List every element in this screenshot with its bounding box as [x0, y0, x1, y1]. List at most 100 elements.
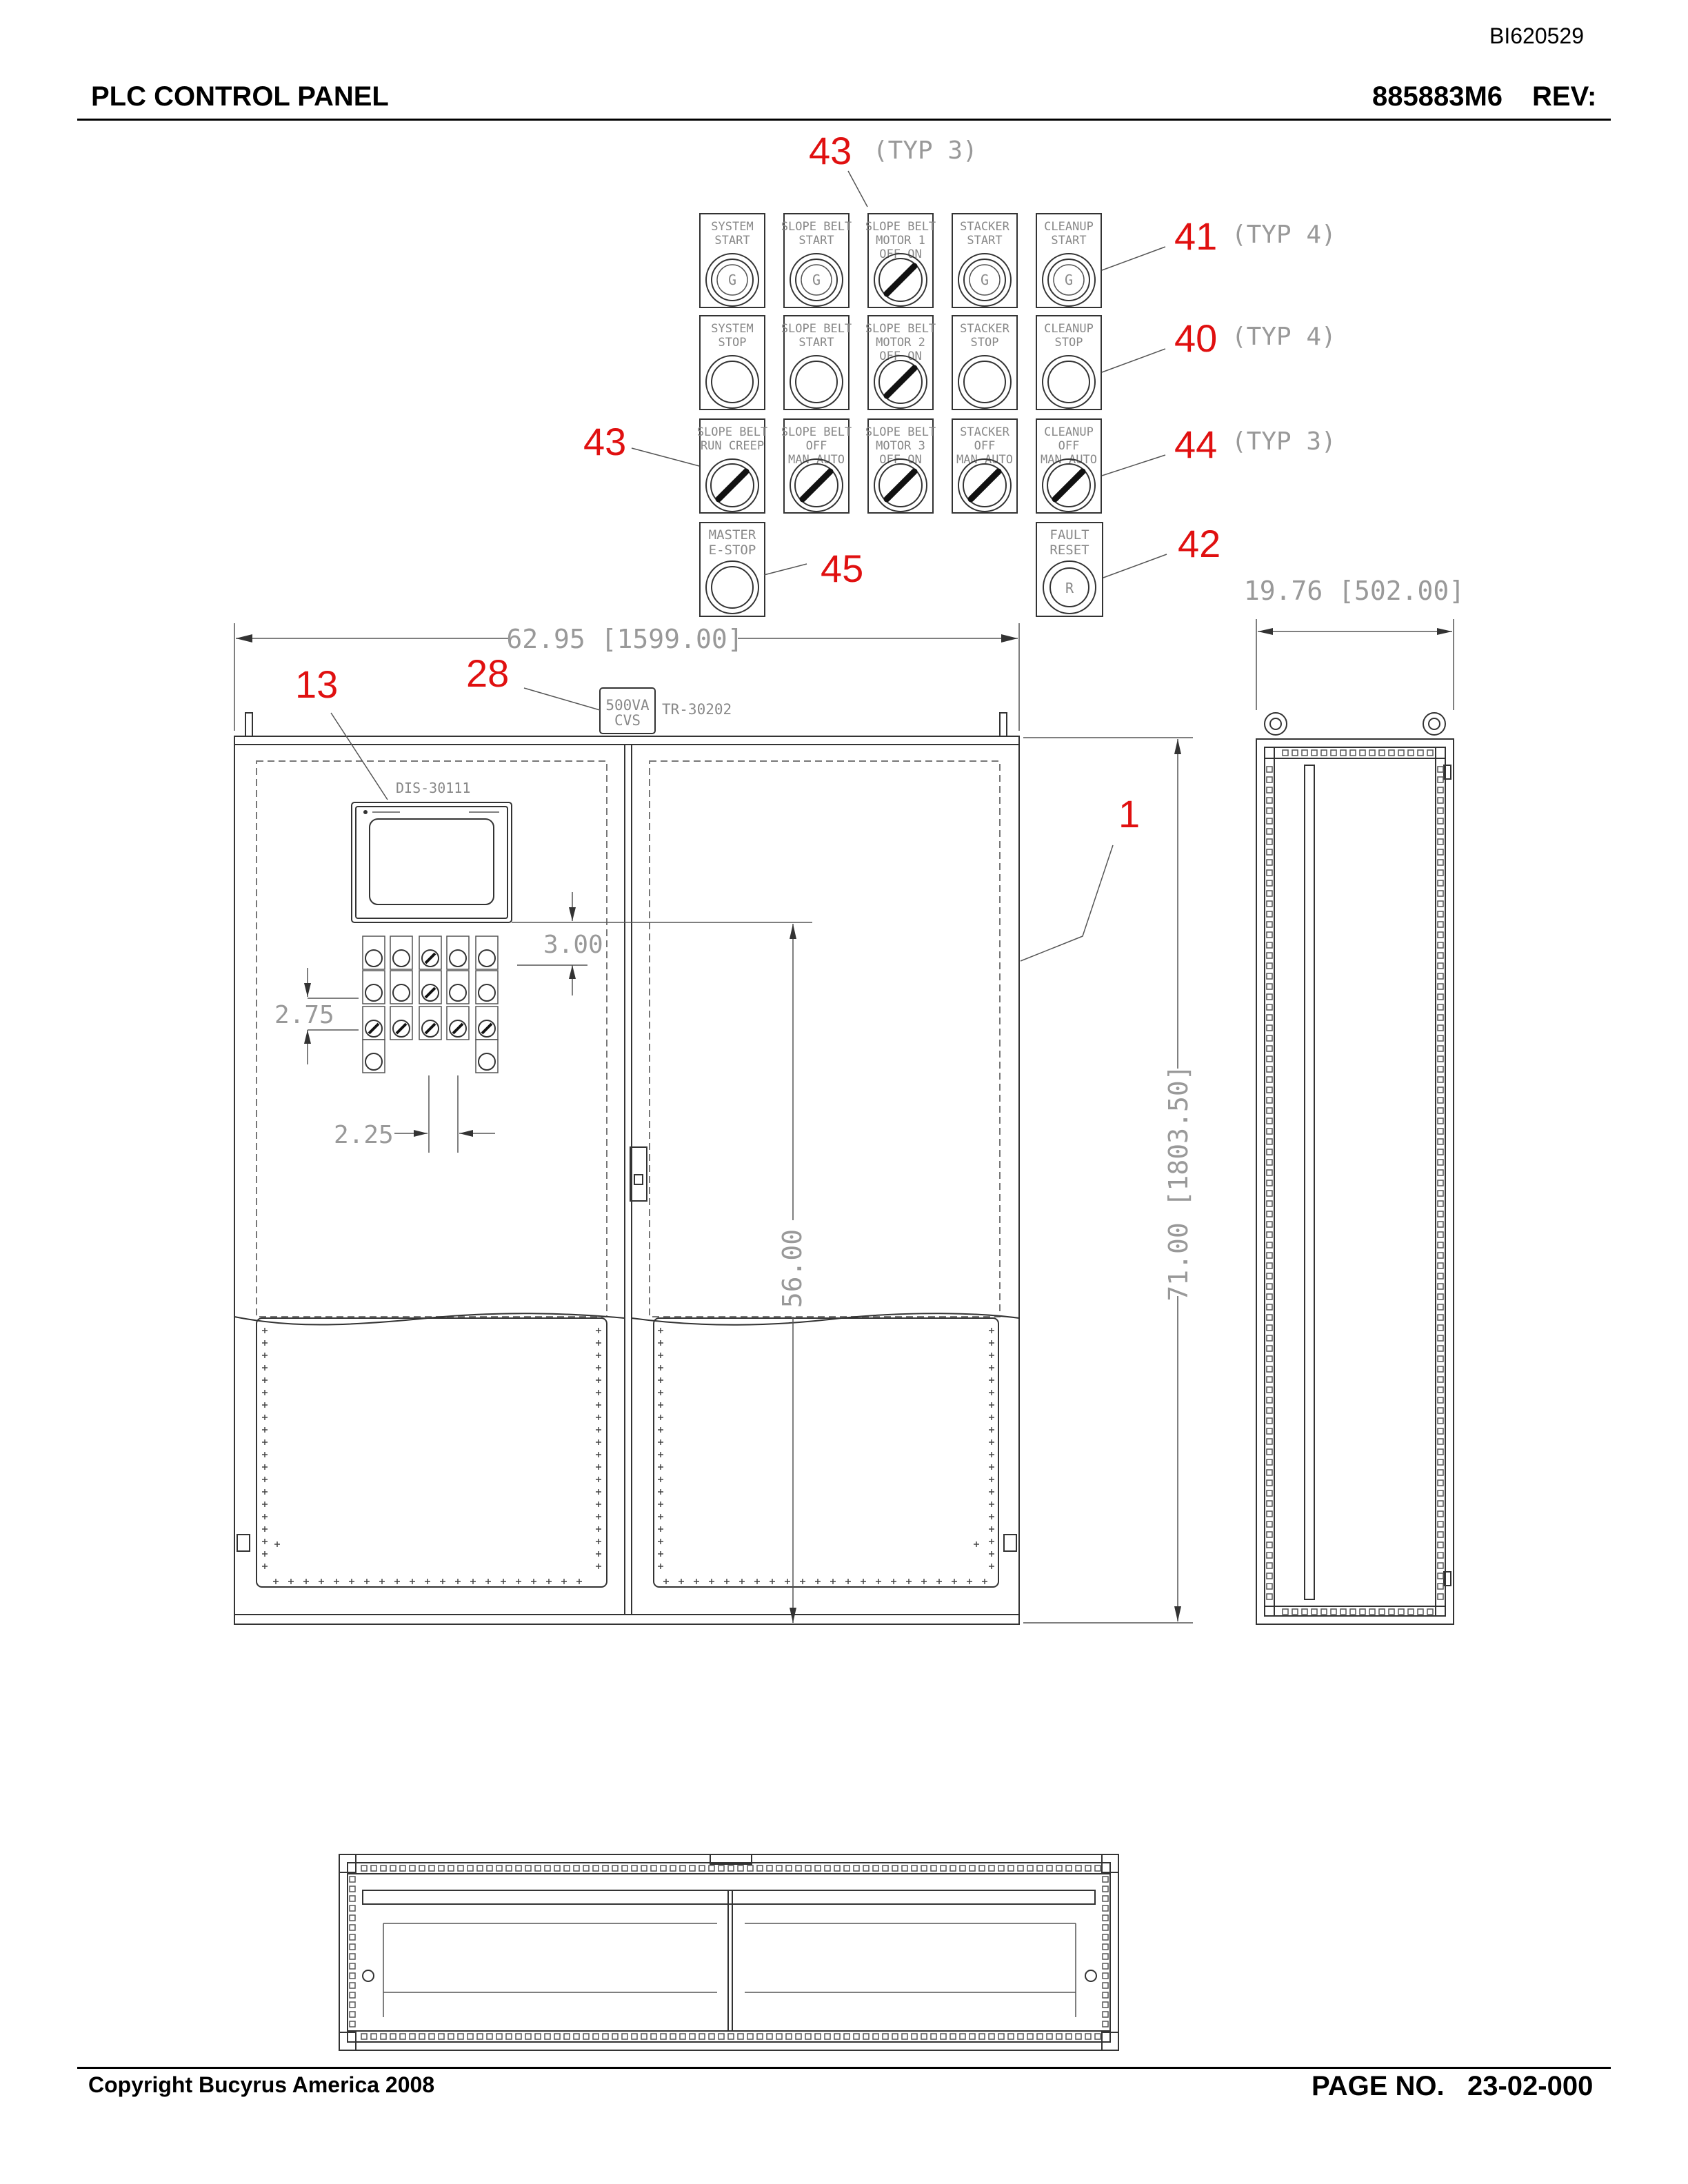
operator-label-line-1: SYSTEM [711, 220, 753, 234]
fault-label-2: RESET [1049, 543, 1089, 558]
plan-view-cabinet [339, 1854, 1119, 2051]
callout-45: 45 [821, 547, 863, 590]
callout-44-note: (TYP 3) [1232, 427, 1336, 456]
callout-28: 28 [466, 651, 509, 695]
revision-label: REV: [1532, 81, 1597, 112]
document-id: BI620529 [1489, 23, 1585, 48]
callout-40: 40 [1174, 316, 1217, 360]
plan-rail-pattern [349, 1865, 1109, 2040]
operator-cap-letter: G [981, 272, 989, 288]
operator-label-line-1: STACKER [960, 322, 1009, 336]
operator-label-line-1: SLOPE BELT [865, 322, 936, 336]
overall-width-dimension: 62.95 [1599.00] [234, 623, 1020, 731]
master-estop-cell: MASTER E-STOP [699, 522, 765, 617]
fault-reset-cell: FAULT RESET R [1036, 522, 1103, 617]
master-label-2: E-STOP [709, 543, 756, 558]
cvs-type: CVS [614, 712, 641, 729]
dim-2-25: 2.25 [334, 1075, 495, 1153]
dim-71-00: 71.00 [1803.50] [1023, 737, 1194, 1624]
hmi-tag: DIS-30111 [396, 780, 470, 796]
operator-label-line-2: OFF [806, 439, 827, 453]
operator-label-line-2: START [798, 336, 834, 350]
callout-43-left: 43 [583, 420, 626, 463]
operator-label-line-1: SLOPE BELT [697, 425, 767, 439]
operator-label-line-2: OFF [974, 439, 996, 453]
operator-label-line-1: SLOPE BELT [781, 322, 852, 336]
copyright: Copyright Bucyrus America 2008 [88, 2072, 435, 2097]
callout-43-top: 43 [809, 129, 852, 172]
callout-41: 41 [1174, 214, 1217, 258]
footer-rule [77, 2067, 1611, 2069]
operator-label-line-1: CLEANUP [1044, 322, 1094, 336]
dim-2-25-label: 2.25 [334, 1121, 394, 1149]
operator-label-line-2: STOP [719, 336, 747, 350]
operator-label-line-1: STACKER [960, 220, 1009, 234]
operator-label-line-1: CLEANUP [1044, 220, 1094, 234]
fault-cap-letter: R [1065, 580, 1074, 596]
operator-label-line-1: STACKER [960, 425, 1009, 439]
operator-cap-letter: G [728, 272, 736, 288]
hmi-display: DIS-30111 [351, 780, 512, 923]
page-number: PAGE NO. 23-02-000 [1312, 2071, 1593, 2102]
operator-label-line-2: MOTOR 3 [876, 439, 925, 453]
page-label: PAGE NO. [1312, 2071, 1445, 2101]
drawing-title: PLC CONTROL PANEL [91, 81, 389, 112]
dim-2-75-label: 2.75 [274, 1001, 334, 1029]
dim-3-00-label: 3.00 [543, 931, 603, 959]
callout-1: 1 [1118, 792, 1140, 836]
operator-cap-letter: G [812, 272, 821, 288]
side-rail-pattern [1266, 749, 1444, 1615]
callout-41-note: (TYP 4) [1232, 221, 1336, 249]
page-value: 23-02-000 [1467, 2071, 1594, 2101]
operator-cap-letter: G [1065, 272, 1073, 288]
operator-label-line-2: START [798, 234, 834, 247]
front-view-cabinet [234, 712, 1020, 1625]
transformer-tag: TR-30202 [662, 701, 732, 718]
fault-label-1: FAULT [1049, 527, 1089, 543]
callout-43-top-note: (TYP 3) [873, 136, 978, 165]
dim-71-00-label: 71.00 [1803.50] [1163, 1064, 1194, 1301]
operator-label-line-2: START [1051, 234, 1086, 247]
operator-label-line-2: MOTOR 2 [876, 336, 925, 350]
operator-label-line-1: SYSTEM [711, 322, 753, 336]
callout-13: 13 [295, 663, 338, 706]
dim-2-75: 2.75 [274, 968, 359, 1064]
operator-label-line-1: SLOPE BELT [781, 425, 852, 439]
door-operator-array [362, 936, 499, 1073]
dim-56-00: 56.00 [777, 924, 807, 1623]
header-rule [77, 119, 1611, 121]
callout-44: 44 [1174, 423, 1217, 466]
operator-label-line-2: STOP [1055, 336, 1083, 350]
cvs-transformer-block: 500VA CVS TR-30202 [599, 687, 732, 734]
operator-label-line-2: OFF [1058, 439, 1080, 453]
operator-label-line-1: SLOPE BELT [781, 220, 852, 234]
part-number: 885883M6 [1372, 81, 1503, 112]
operator-label-line-1: SLOPE BELT [865, 425, 936, 439]
overall-width-label: 62.95 [1599.00] [506, 624, 743, 654]
operator-label-line-2: START [714, 234, 750, 247]
backplane-fastener-pattern [262, 1328, 994, 1584]
callout-42: 42 [1178, 522, 1220, 565]
side-view-cabinet: 19.76 [502.00] [1244, 576, 1465, 1625]
callout-40-note: (TYP 4) [1232, 323, 1336, 351]
operator-label-line-2: STOP [971, 336, 999, 350]
depth-label: 19.76 [502.00] [1244, 576, 1465, 606]
operator-label-line-2: RUN CREEP [701, 439, 764, 453]
cvs-rating: 500VA [605, 697, 650, 714]
operator-label-line-2: START [967, 234, 1002, 247]
